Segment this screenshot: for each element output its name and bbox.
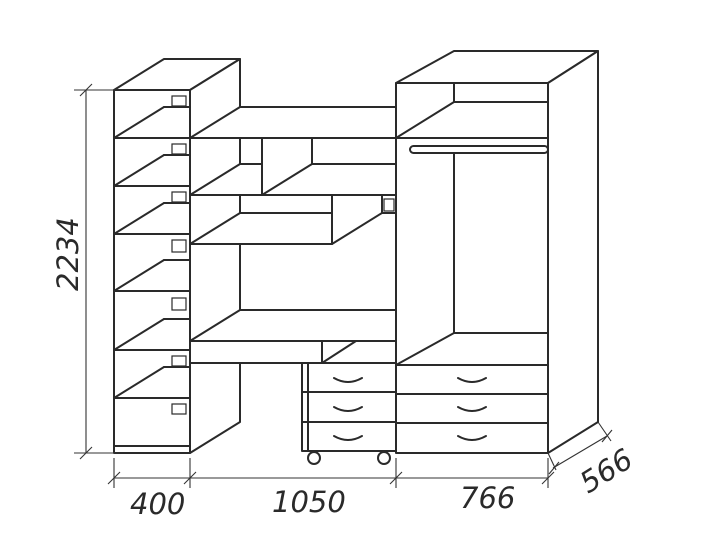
drawer-pedestal	[301, 362, 397, 465]
hanging-rail	[409, 145, 549, 154]
width-right-label: 766	[460, 481, 515, 515]
right-wardrobe	[395, 50, 599, 454]
left-tower-shelves	[113, 95, 191, 447]
width-middle-label: 1050	[272, 485, 346, 519]
width-dimensions	[107, 458, 555, 488]
caster-wheel-right	[377, 451, 391, 465]
height-dimension	[74, 83, 120, 460]
caster-wheel-left	[307, 451, 321, 465]
height-label: 2234	[51, 217, 85, 291]
middle-shelf-section	[189, 106, 397, 364]
width-left-label: 400	[130, 487, 185, 521]
depth-dimension	[547, 421, 613, 475]
